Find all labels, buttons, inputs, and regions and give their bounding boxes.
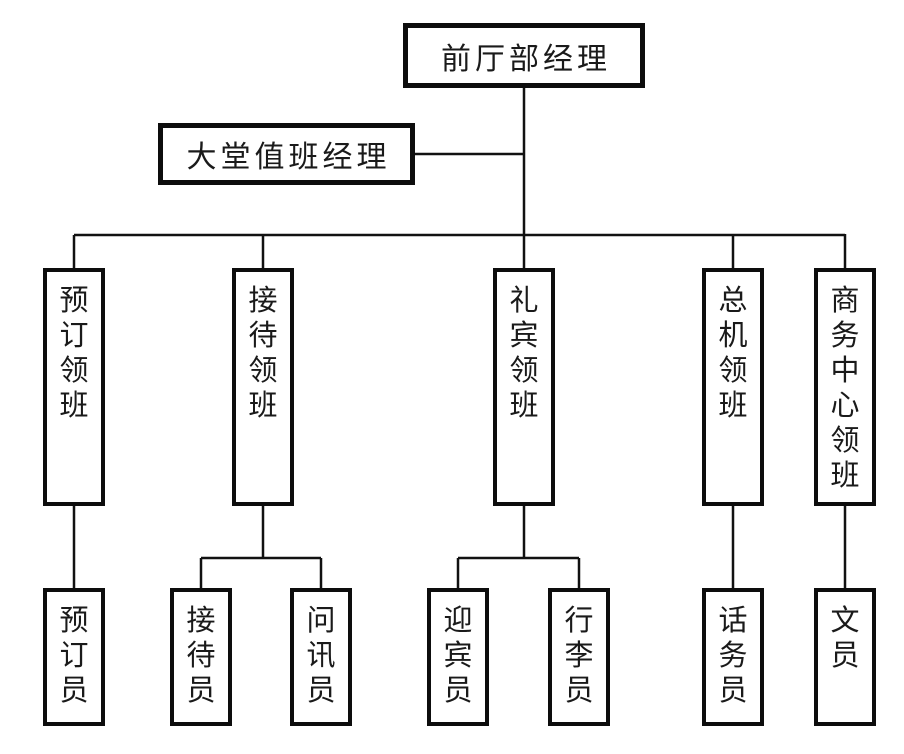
node-label: 总机领班	[718, 285, 748, 422]
node-information-clerk: 问讯员	[290, 588, 352, 726]
node-label: 商务中心领班	[830, 285, 860, 492]
node-label: 问讯员	[306, 605, 336, 707]
node-greeter: 迎宾员	[427, 588, 489, 726]
node-reservation-clerk: 预订员	[43, 588, 105, 726]
node-label: 前厅部经理	[441, 42, 611, 76]
node-reception-supervisor: 接待领班	[232, 268, 294, 506]
node-receptionist: 接待员	[170, 588, 232, 726]
node-business-center-supervisor: 商务中心领班	[814, 268, 876, 506]
node-lobby-duty-manager: 大堂值班经理	[158, 123, 415, 185]
node-label: 预订领班	[59, 285, 89, 422]
node-label: 行李员	[564, 605, 594, 707]
level2-connectors	[72, 233, 847, 270]
node-bellman: 行李员	[548, 588, 610, 726]
node-label: 接待领班	[248, 285, 278, 422]
node-reservation-supervisor: 预订领班	[43, 268, 105, 506]
node-label: 接待员	[186, 605, 216, 707]
node-telephone-operator: 话务员	[702, 588, 764, 726]
node-label: 预订员	[59, 605, 89, 707]
node-switchboard-supervisor: 总机领班	[702, 268, 764, 506]
root-connectors	[414, 88, 526, 236]
node-front-office-manager: 前厅部经理	[403, 23, 645, 88]
node-label: 文员	[830, 605, 860, 672]
node-label: 礼宾领班	[509, 285, 539, 422]
node-clerk: 文员	[814, 588, 876, 726]
node-label: 话务员	[718, 605, 748, 707]
node-label: 大堂值班经理	[186, 141, 391, 174]
level3-connectors	[72, 504, 847, 590]
node-concierge-supervisor: 礼宾领班	[493, 268, 555, 506]
node-label: 迎宾员	[443, 605, 473, 707]
